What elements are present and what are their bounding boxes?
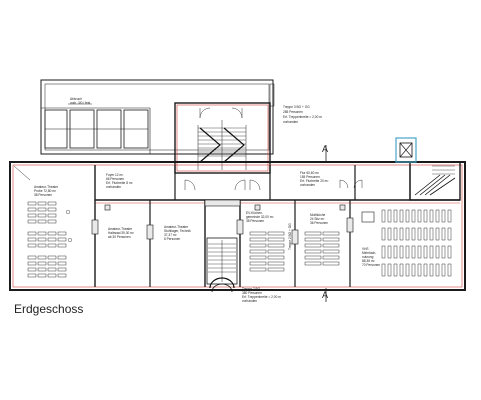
hall-label-3: nutzung bbox=[362, 255, 374, 259]
central-stair-core bbox=[174, 102, 271, 174]
top-annotation: Abbruch vorh. 3/0 / fest bbox=[68, 97, 92, 105]
desk-grid-multi bbox=[304, 231, 340, 266]
vertical-stair-label: Treppe 2 BG + OG bbox=[288, 223, 292, 250]
hall-label-4: 88,38 m² bbox=[362, 259, 375, 263]
room-right-flur: Flur 60,60 m² 155 Personen Erf. Flurbrei… bbox=[300, 171, 328, 187]
multi-label-2: 24 Sitz m² bbox=[310, 217, 324, 221]
hall-label-1: VHS bbox=[362, 247, 369, 251]
stair-bottom-info: Treppe 2 BG 380 Personen Erf. Treppenbre… bbox=[242, 287, 281, 303]
desk-grid-hall bbox=[381, 209, 452, 277]
room-left-theater: Amateur-Theater Probe 72,80 m² 38 Person… bbox=[13, 165, 72, 278]
left-theater-label-1: Amateur-Theater bbox=[34, 185, 59, 189]
left-theater-label-2: Probe 72,80 m² bbox=[34, 189, 56, 193]
multi-label-3: 36 Personen bbox=[310, 221, 328, 225]
stair-info-3: Erf. Treppenbreite = 2,00 m bbox=[283, 115, 322, 119]
room-hall: VHS Mehrfach- nutzung 88,38 m² 70 Person… bbox=[361, 209, 452, 277]
kitchen-label-2: gemeinde 32,00 m² bbox=[246, 215, 273, 219]
hall-label-5: 70 Personen bbox=[362, 263, 380, 267]
room-mid1: Amateur-Theater Halbsaal 39,30 m² ab 30 … bbox=[108, 227, 134, 239]
stair-info-4: vorhanden bbox=[283, 120, 298, 124]
mid2-label-2: Stuhllager, Technik bbox=[164, 229, 191, 233]
main-building bbox=[9, 161, 466, 291]
top-left-label-1: Foyer 12 m² bbox=[106, 173, 123, 177]
annotation-line-1: Abbruch bbox=[70, 97, 82, 101]
mid2-label-4: 6 Personen bbox=[164, 237, 181, 241]
top-left-label-2: 66 Personen bbox=[106, 177, 124, 181]
multi-label-1: Multiküche bbox=[310, 213, 325, 217]
room-mid2: Amateur-Theater Stuhllager, Technik 37,3… bbox=[164, 225, 191, 241]
room-kitchen: EV-Küchen- gemeinde 32,00 m² 38 Personen bbox=[246, 211, 285, 272]
mid1-label-1: Amateur-Theater bbox=[108, 227, 133, 231]
left-theater-label-3: 38 Personen bbox=[34, 193, 52, 197]
stair-bottom-3: Erf. Treppenbreite = 2,00 m bbox=[242, 295, 281, 299]
section-marker-top: A bbox=[322, 144, 328, 162]
room-top-left: Foyer 12 m² 66 Personen Erf. Flurbreite … bbox=[106, 173, 133, 189]
stair-bottom-1: Treppe 2 BG bbox=[242, 287, 261, 291]
drawing-title: Erdgeschoss bbox=[14, 302, 83, 316]
section-marker-bottom-label: A bbox=[322, 290, 328, 300]
stair-bottom-2: 380 Personen bbox=[242, 291, 262, 295]
door-swings bbox=[184, 179, 363, 191]
right-flur-label-1: Flur 60,60 m² bbox=[300, 171, 319, 175]
section-marker-bottom: A bbox=[322, 288, 328, 302]
section-marker-top-label: A bbox=[322, 144, 328, 154]
annotation-line-2: vorh. 3/0 / fest bbox=[70, 101, 90, 105]
kitchen-label-1: EV-Küchen- bbox=[246, 211, 263, 215]
right-stairwell bbox=[409, 161, 461, 201]
elevator bbox=[395, 137, 417, 163]
upper-annex bbox=[40, 79, 275, 155]
stair-info-1: Treppe 3 BG + OG bbox=[283, 105, 310, 109]
stair-bottom-4: vorhanden bbox=[242, 299, 257, 303]
stair-info-2: 285 Personen bbox=[283, 110, 303, 114]
mid1-label-2: Halbsaal 39,30 m² bbox=[108, 231, 134, 235]
hall-label-2: Mehrfach- bbox=[362, 251, 376, 255]
top-left-label-3: Erf. Flurbreite 8 m² bbox=[106, 181, 133, 185]
mid2-label-3: 37,37 m² bbox=[164, 233, 177, 237]
room-multi: Multiküche 24 Sitz m² 36 Personen bbox=[304, 213, 340, 266]
mid2-label-1: Amateur-Theater bbox=[164, 225, 189, 229]
desk-grid-left bbox=[27, 201, 67, 278]
right-flur-label-3: Erf. Flurbreite 20 m² bbox=[300, 179, 328, 183]
mid1-label-3: ab 30 Personen bbox=[108, 235, 131, 239]
desk-grid-kitchen bbox=[249, 231, 285, 272]
lower-stair bbox=[206, 237, 238, 293]
kitchen-label-3: 38 Personen bbox=[246, 219, 264, 223]
right-flur-label-4: vorhanden bbox=[300, 183, 315, 187]
right-flur-label-2: 155 Personen bbox=[300, 175, 320, 179]
stair-info: Treppe 3 BG + OG 285 Personen Erf. Trepp… bbox=[283, 105, 322, 124]
top-left-label-4: vorhanden bbox=[106, 185, 121, 189]
